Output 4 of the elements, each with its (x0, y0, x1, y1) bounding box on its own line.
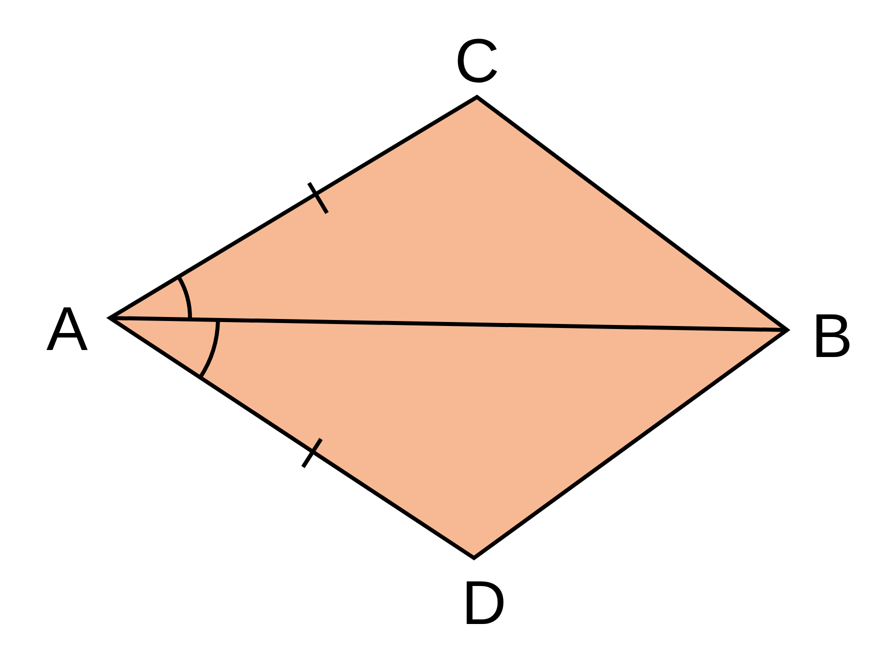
vertex-label: B (811, 306, 853, 368)
vertex-label: C (454, 31, 500, 93)
vertex-label: D (462, 573, 506, 635)
vertex-label: A (46, 299, 88, 361)
